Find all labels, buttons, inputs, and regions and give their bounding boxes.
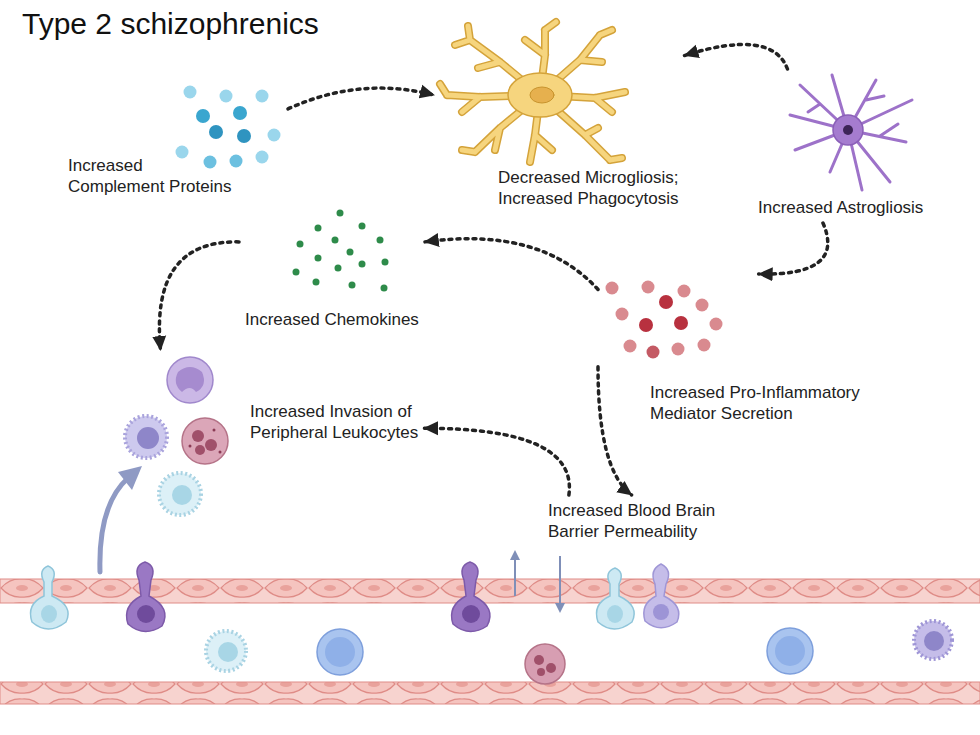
- microglia-cell: [440, 22, 625, 162]
- node-label: Increased Invasion of Peripheral Leukocy…: [250, 402, 445, 443]
- node-label: Decreased Microgliosis; Increased Phagoc…: [498, 168, 708, 209]
- circulating-leukocytes: [206, 621, 952, 684]
- concept-node: Increased Blood Brain Barrier Permeabili…: [542, 495, 721, 547]
- dotted-arrow: [425, 239, 598, 290]
- dotted-arrow: [598, 367, 632, 495]
- dotted-arrow: [424, 428, 569, 495]
- concept-node: Decreased Microgliosis; Increased Phagoc…: [434, 16, 685, 214]
- node-label: Increased Chemokines: [245, 310, 445, 331]
- leukocyte-cluster: [125, 357, 228, 515]
- diagram-title: Type 2 schizophrenics: [22, 7, 319, 41]
- chemokine-dots: [293, 210, 389, 292]
- node-label: Increased Blood Brain Barrier Permeabili…: [548, 501, 748, 542]
- dotted-arrow: [159, 242, 239, 350]
- node-label: Increased Complement Proteins: [68, 156, 240, 197]
- concept-node: Increased Pro-Inflammatory Mediator Secr…: [598, 274, 866, 429]
- node-label: Increased Astrogliosis: [758, 198, 973, 219]
- dotted-arrow: [685, 44, 788, 69]
- astrocyte-cell: [790, 75, 912, 190]
- concept-node: Increased Invasion of Peripheral Leukocy…: [114, 350, 424, 524]
- node-label: Increased Pro-Inflammatory Mediator Secr…: [650, 383, 890, 424]
- dotted-arrow: [759, 223, 828, 274]
- complement-dots: [176, 86, 281, 169]
- concept-node: Increased Complement Proteins: [62, 78, 288, 202]
- concept-node: Increased Astrogliosis: [752, 69, 929, 223]
- dotted-arrow: [288, 88, 434, 109]
- transmigrating-leukocytes: [31, 550, 679, 632]
- mediator-dots: [606, 281, 723, 359]
- migration-arrow: [100, 466, 142, 572]
- concept-node: Increased Chemokines: [239, 202, 425, 335]
